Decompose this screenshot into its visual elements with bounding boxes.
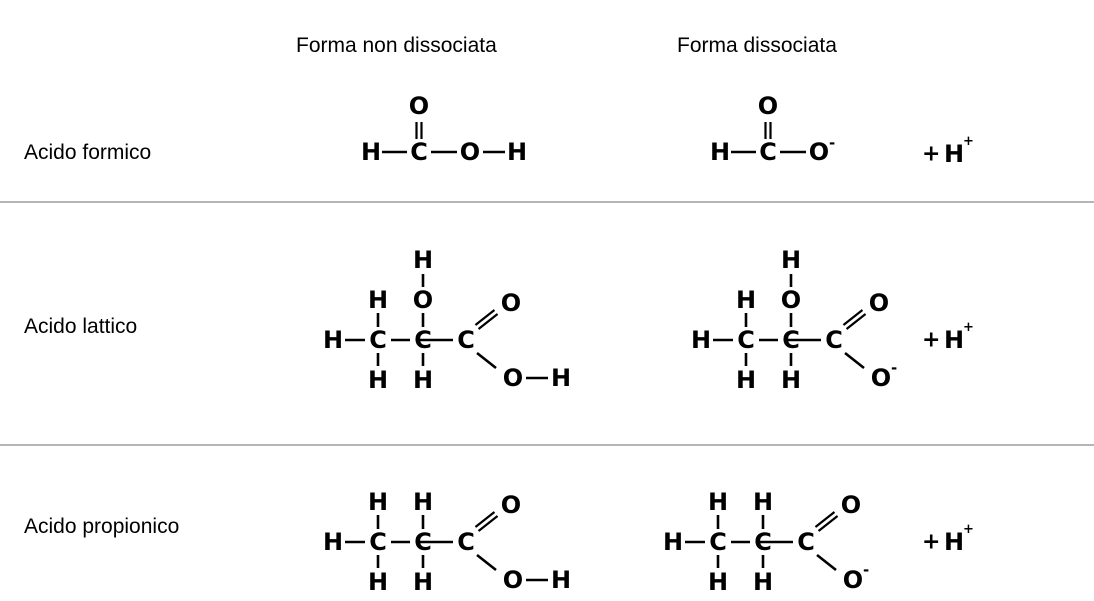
- carbon-atom: C: [369, 528, 387, 556]
- hydrogen-atom: H: [368, 568, 388, 596]
- single-bond: [476, 351, 497, 370]
- oxygen-atom: O: [503, 364, 523, 392]
- negative-charge: -: [891, 359, 897, 377]
- hydrogen-atom: H: [753, 568, 773, 596]
- carbon-atom: C: [369, 326, 387, 354]
- hydrogen-atom: H: [736, 286, 756, 314]
- double-bond-line: [474, 511, 496, 528]
- hydrogen-atom: H: [691, 326, 711, 354]
- double-bond-line: [814, 511, 836, 528]
- hydrogen-atom: H: [663, 528, 683, 556]
- negative-charge: -: [863, 561, 869, 579]
- plus-sign: +: [922, 530, 940, 555]
- hydrogen-atom: H: [361, 138, 381, 166]
- double-bond-line: [477, 313, 499, 330]
- hydrogen-atom: H: [708, 568, 728, 596]
- positive-charge: +: [963, 320, 974, 335]
- oxygen-atom: O: [758, 92, 778, 120]
- carbon-atom: C: [759, 138, 777, 166]
- hydrogen-atom: H: [323, 326, 343, 354]
- double-bond-line: [817, 515, 839, 532]
- oxygen-atom: O: [871, 364, 891, 392]
- hydrogen-atom: H: [736, 366, 756, 394]
- double-bond-line: [477, 515, 499, 532]
- oxygen-atom: O: [809, 138, 829, 166]
- row-divider: [0, 201, 1094, 203]
- hydrogen-atom: H: [708, 488, 728, 516]
- proton-hydrogen: H: [944, 140, 964, 168]
- plus-sign: +: [922, 328, 940, 353]
- hydrogen-atom: H: [368, 366, 388, 394]
- positive-charge: +: [963, 522, 974, 537]
- row-label-propionic: Acido propionico: [24, 515, 180, 538]
- proton-products: +H++H++H+: [922, 134, 974, 556]
- double-bond-line: [474, 309, 496, 326]
- hydrogen-atom: H: [551, 566, 571, 594]
- oxygen-atom: O: [409, 92, 429, 120]
- oxygen-atom: O: [413, 286, 433, 314]
- single-bond: [816, 553, 837, 572]
- hydrogen-atom: H: [368, 488, 388, 516]
- hydrogen-atom: H: [507, 138, 527, 166]
- hydrogen-atom: H: [413, 568, 433, 596]
- hydrogen-atom: H: [551, 364, 571, 392]
- hydrogen-atom: H: [413, 366, 433, 394]
- carbon-atom: C: [457, 326, 475, 354]
- oxygen-atom: O: [781, 286, 801, 314]
- hydrogen-atom: H: [710, 138, 730, 166]
- carbon-atom: C: [410, 138, 428, 166]
- carbon-atom: C: [825, 326, 843, 354]
- carbon-atom: C: [709, 528, 727, 556]
- proton-hydrogen: H: [944, 326, 964, 354]
- oxygen-atom: O: [501, 491, 521, 519]
- oxygen-atom: O: [869, 289, 889, 317]
- hydrogen-atom: H: [781, 246, 801, 274]
- hydrogen-atom: H: [753, 488, 773, 516]
- double-bond-line: [842, 309, 864, 326]
- hydrogen-atom: H: [413, 246, 433, 274]
- oxygen-atom: O: [460, 138, 480, 166]
- plus-sign: +: [922, 142, 940, 167]
- header-dissociated: Forma dissociata: [677, 34, 837, 57]
- row-label-formic: Acido formico: [24, 141, 152, 164]
- carbon-atom: C: [457, 528, 475, 556]
- hydrogen-atom: H: [781, 366, 801, 394]
- hydrogen-atom: H: [413, 488, 433, 516]
- oxygen-atom: O: [843, 566, 863, 594]
- row-divider: [0, 444, 1094, 446]
- oxygen-atom: O: [501, 289, 521, 317]
- row-label-lactic: Acido lattico: [24, 315, 138, 338]
- carbon-atom: C: [797, 528, 815, 556]
- single-bond: [476, 553, 497, 572]
- hydrogen-atom: H: [323, 528, 343, 556]
- positive-charge: +: [963, 134, 974, 149]
- double-bond-line: [845, 313, 867, 330]
- oxygen-atom: O: [503, 566, 523, 594]
- negative-charge: -: [829, 134, 835, 152]
- oxygen-atom: O: [841, 491, 861, 519]
- hydrogen-atom: H: [368, 286, 388, 314]
- proton-hydrogen: H: [944, 528, 964, 556]
- header-undissociated: Forma non dissociata: [296, 34, 497, 57]
- single-bond: [844, 351, 865, 370]
- carbon-atom: C: [737, 326, 755, 354]
